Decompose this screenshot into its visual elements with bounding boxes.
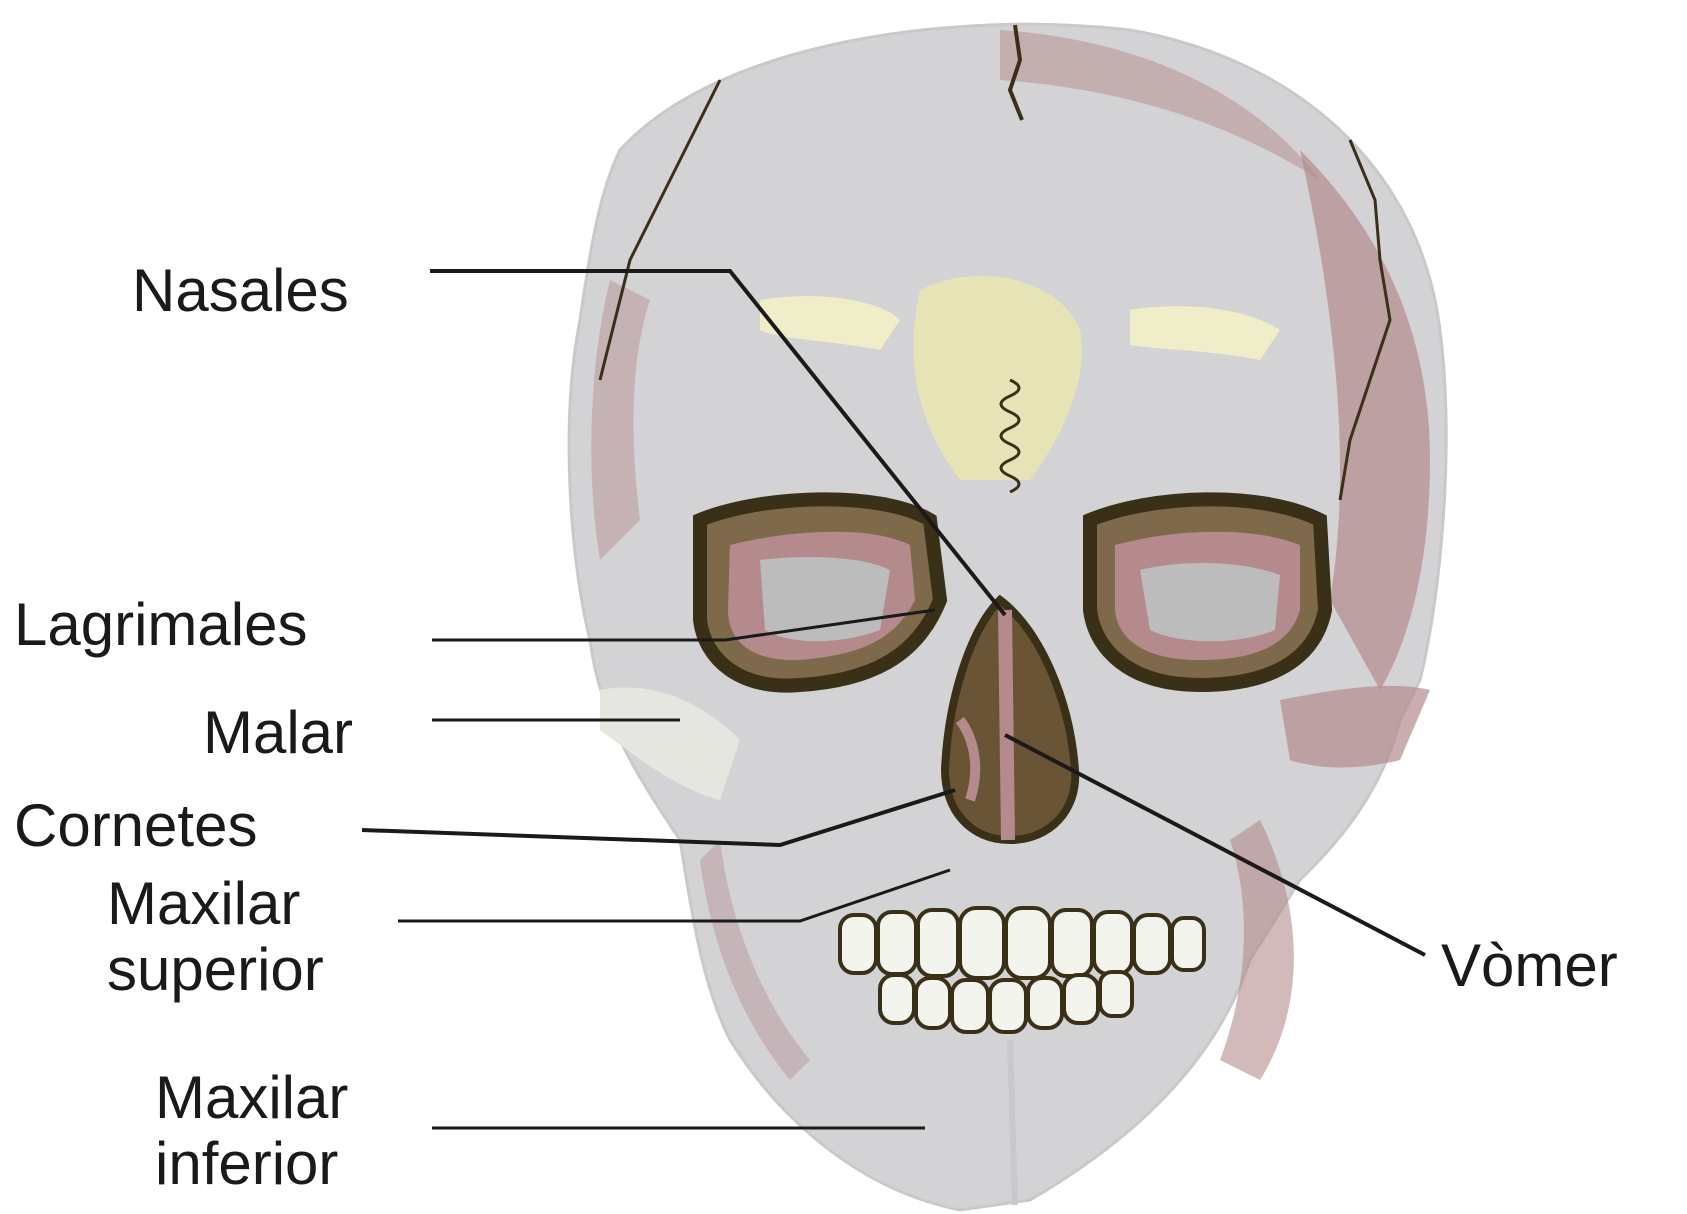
label-malar: Malar xyxy=(203,700,353,766)
skull-illustration xyxy=(569,24,1446,1210)
label-lagrimales-text: Lagrimales xyxy=(14,592,307,658)
label-cornetes-text: Cornetes xyxy=(14,793,257,859)
label-malar-text: Malar xyxy=(203,700,353,766)
label-nasales-text: Nasales xyxy=(132,258,349,324)
label-maxilar-inferior: Maxilar inferior xyxy=(155,1065,348,1197)
label-lagrimales: Lagrimales xyxy=(14,592,307,658)
label-maxilar-inferior-line1: Maxilar xyxy=(155,1065,348,1131)
label-maxilar-superior-line2: superior xyxy=(107,937,324,1003)
label-maxilar-superior: Maxilar superior xyxy=(107,871,324,1003)
label-nasales: Nasales xyxy=(132,258,349,324)
left-orbit-shadow xyxy=(760,557,890,641)
label-vomer: Vòmer xyxy=(1441,933,1618,999)
right-orbit-shadow xyxy=(1140,563,1280,641)
vomer-ridge xyxy=(1005,610,1008,840)
label-cornetes: Cornetes xyxy=(14,793,257,859)
label-vomer-text: Vòmer xyxy=(1441,933,1618,999)
upper-teeth xyxy=(840,908,1204,978)
label-maxilar-inferior-line2: inferior xyxy=(155,1131,348,1197)
right-zygomatic xyxy=(1280,686,1430,768)
label-maxilar-superior-line1: Maxilar xyxy=(107,871,324,937)
